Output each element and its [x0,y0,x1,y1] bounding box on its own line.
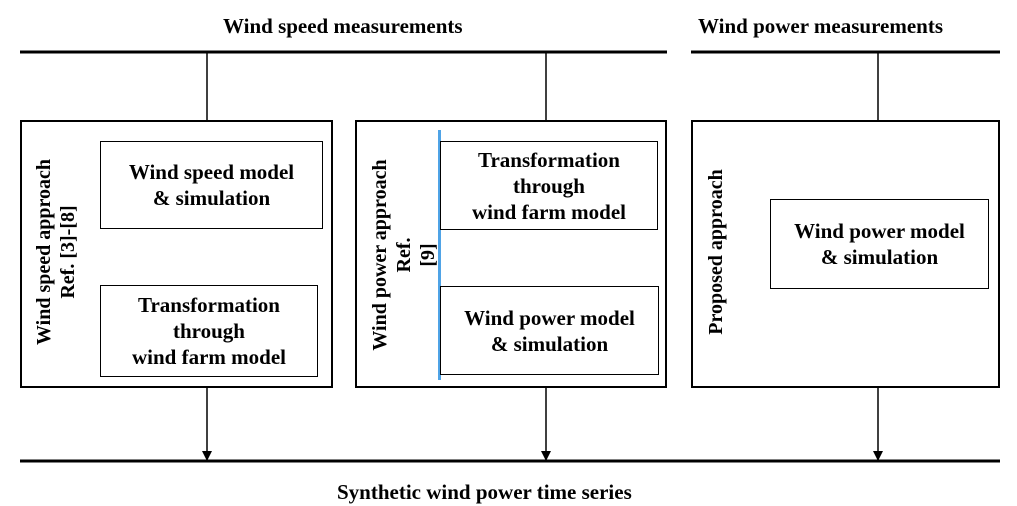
reference-9-link[interactable]: [9] [416,130,440,380]
proposed-wind-power-model-box: Wind power model & simulation [770,199,989,289]
wind-speed-approach-label: Wind speed approach Ref. [3]-[8] [33,159,79,345]
wind-power-approach-label: Wind power approach Ref. [9] [368,130,440,380]
header-wind-speed-measurements: Wind speed measurements [223,14,463,38]
header-wind-power-measurements: Wind power measurements [698,14,944,38]
wind-power-transformation-box: Transformation through wind farm model [440,141,658,230]
wind-power-model-box: Wind power model & simulation [440,286,659,375]
wind-speed-model-box: Wind speed model & simulation [100,141,323,229]
proposed-approach-label: Proposed approach [705,169,727,335]
footer-synthetic-wind-power: Synthetic wind power time series [337,480,632,504]
wind-speed-transformation-box: Transformation through wind farm model [100,285,318,377]
